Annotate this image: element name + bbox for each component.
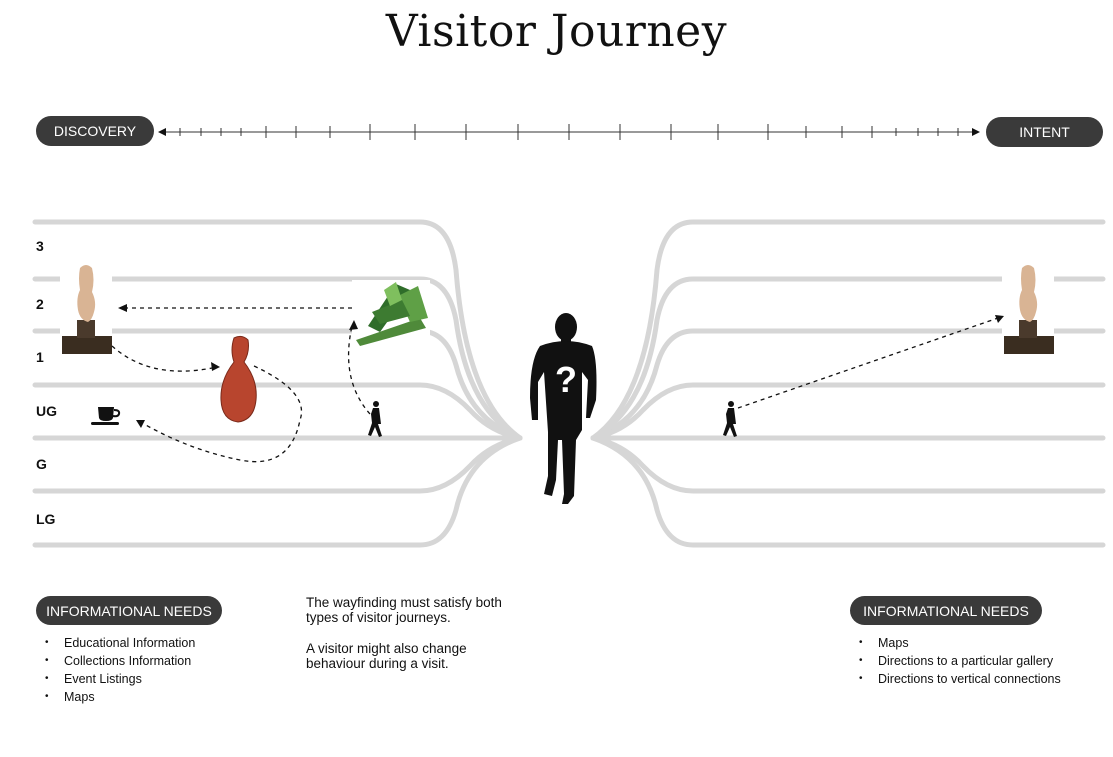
right-informational-needs-heading: INFORMATIONAL NEEDS <box>850 596 1042 625</box>
note-line-3: A visitor might also change <box>306 641 467 656</box>
left-floor-tracks <box>32 219 523 548</box>
left-needs-list: Educational Information Collections Info… <box>36 634 195 706</box>
list-item: Directions to vertical connections <box>850 670 1061 688</box>
standing-man-icon <box>530 313 597 504</box>
question-mark: ? <box>555 359 577 400</box>
floor-label-3: 3 <box>36 238 44 254</box>
journey-arrowheads <box>118 304 1004 428</box>
note-line-4: behaviour during a visit. <box>306 656 449 671</box>
floor-label-g: G <box>36 456 47 472</box>
list-item: Directions to a particular gallery <box>850 652 1061 670</box>
sculpture-torso-icon <box>62 265 112 354</box>
scale-right-arrow-icon <box>972 128 980 136</box>
discovery-label: DISCOVERY <box>36 116 154 146</box>
journey-paths <box>111 307 999 463</box>
discovery-intent-scale <box>158 124 980 140</box>
walking-person-icon <box>368 401 382 437</box>
walking-person-icon <box>723 401 737 437</box>
list-item: Collections Information <box>36 652 195 670</box>
floor-label-2: 2 <box>36 296 44 312</box>
list-item: Maps <box>850 634 1061 652</box>
floor-label-1: 1 <box>36 349 44 365</box>
list-item: Maps <box>36 688 195 706</box>
page-title: Visitor Journey <box>385 6 728 57</box>
floor-label-lg: LG <box>36 511 56 527</box>
sculpture-torso-icon <box>1004 265 1054 354</box>
note-line-1: The wayfinding must satisfy both <box>306 595 502 610</box>
note-line-2: types of visitor journeys. <box>306 610 451 625</box>
scale-left-arrow-icon <box>158 128 166 136</box>
left-informational-needs-heading: INFORMATIONAL NEEDS <box>36 596 222 625</box>
vase-icon <box>220 335 257 423</box>
right-needs-list: Maps Directions to a particular gallery … <box>850 634 1061 688</box>
list-item: Educational Information <box>36 634 195 652</box>
right-floor-tracks <box>590 219 1106 548</box>
coffee-cup-icon <box>91 407 121 425</box>
floor-label-ug: UG <box>36 403 57 419</box>
list-item: Event Listings <box>36 670 195 688</box>
green-sculpture-icon <box>356 282 428 346</box>
intent-label: INTENT <box>986 117 1103 147</box>
